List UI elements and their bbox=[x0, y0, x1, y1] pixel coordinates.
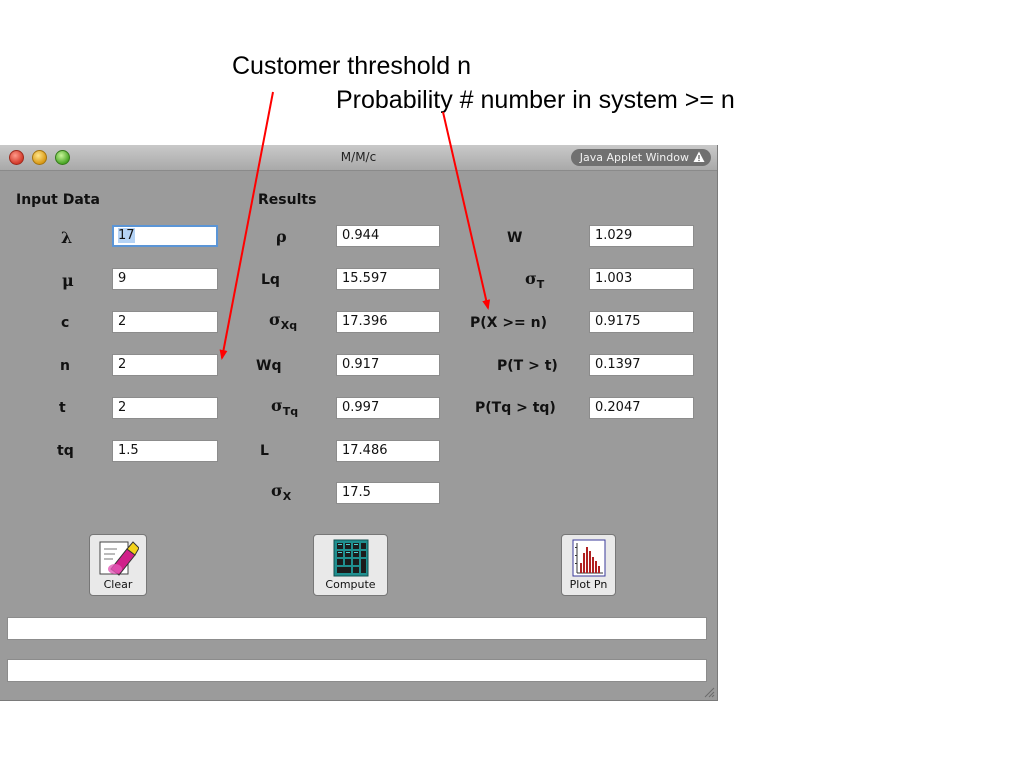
sigma-xq-label: σXq bbox=[269, 310, 298, 332]
input-data-heading: Input Data bbox=[16, 192, 100, 208]
sigma-t-output: 1.003 bbox=[589, 268, 694, 290]
bar-chart-icon bbox=[572, 539, 605, 577]
compute-button[interactable]: Compute bbox=[313, 534, 388, 596]
sigma-x-label: σX bbox=[271, 481, 292, 503]
sigma-tq-label: σTq bbox=[271, 396, 299, 418]
sigma-x-output: 17.5 bbox=[336, 482, 440, 504]
compute-button-label: Compute bbox=[325, 578, 376, 591]
annotation-probability: Probability # number in system >= n bbox=[336, 86, 735, 114]
plot-pn-button[interactable]: Plot Pn bbox=[561, 534, 616, 596]
eraser-icon bbox=[99, 541, 139, 576]
p-t-gt-t-label: P(T > t) bbox=[497, 358, 558, 374]
lq-output: 15.597 bbox=[336, 268, 440, 290]
p-t-gt-t-output: 0.1397 bbox=[589, 354, 694, 376]
resize-grip-icon[interactable] bbox=[703, 686, 715, 698]
rho-label: ρ bbox=[276, 227, 287, 246]
n-label: n bbox=[60, 358, 70, 374]
rho-output: 0.944 bbox=[336, 225, 440, 247]
results-heading: Results bbox=[258, 192, 317, 208]
p-x-ge-n-output: 0.9175 bbox=[589, 311, 694, 333]
n-input[interactable]: 2 bbox=[112, 354, 218, 376]
t-input[interactable]: 2 bbox=[112, 397, 218, 419]
window-title: M/M/c bbox=[340, 150, 377, 164]
w-output: 1.029 bbox=[589, 225, 694, 247]
c-input[interactable]: 2 bbox=[112, 311, 218, 333]
p-tq-gt-tq-output: 0.2047 bbox=[589, 397, 694, 419]
sigma-xq-output: 17.396 bbox=[336, 311, 440, 333]
c-label: c bbox=[61, 315, 70, 331]
lq-label: Lq bbox=[261, 272, 280, 288]
mu-input[interactable]: 9 bbox=[112, 268, 218, 290]
close-window-button[interactable] bbox=[9, 150, 24, 165]
minimize-window-button[interactable] bbox=[32, 150, 47, 165]
zoom-window-button[interactable] bbox=[55, 150, 70, 165]
wq-label: Wq bbox=[256, 358, 282, 374]
warning-icon bbox=[693, 151, 705, 162]
lambda-label: λ bbox=[61, 228, 73, 247]
p-tq-gt-tq-label: P(Tq > tq) bbox=[475, 400, 556, 416]
plot-pn-button-label: Plot Pn bbox=[569, 578, 608, 591]
tq-label: tq bbox=[57, 443, 74, 459]
annotation-customer-threshold: Customer threshold n bbox=[232, 52, 472, 80]
mu-label: μ bbox=[62, 271, 74, 290]
clear-button[interactable]: Clear bbox=[89, 534, 147, 596]
lambda-input[interactable]: 17 bbox=[112, 225, 218, 247]
title-bar[interactable]: M/M/c Java Applet Window bbox=[0, 145, 717, 171]
calculator-icon bbox=[333, 539, 368, 577]
p-x-ge-n-label: P(X >= n) bbox=[470, 315, 548, 331]
wq-output: 0.917 bbox=[336, 354, 440, 376]
tq-input[interactable]: 1.5 bbox=[112, 440, 218, 462]
applet-badge-label: Java Applet Window bbox=[579, 151, 689, 164]
sigma-t-label: σT bbox=[525, 269, 545, 291]
l-label: L bbox=[260, 443, 269, 459]
sigma-tq-output: 0.997 bbox=[336, 397, 440, 419]
status-field-1 bbox=[7, 617, 707, 640]
t-label: t bbox=[59, 400, 66, 416]
clear-button-label: Clear bbox=[103, 578, 133, 591]
w-label: W bbox=[507, 230, 523, 246]
status-field-2 bbox=[7, 659, 707, 682]
applet-window: M/M/c Java Applet Window Input Data Resu… bbox=[0, 145, 718, 701]
l-output: 17.486 bbox=[336, 440, 440, 462]
java-applet-badge[interactable]: Java Applet Window bbox=[570, 149, 711, 166]
